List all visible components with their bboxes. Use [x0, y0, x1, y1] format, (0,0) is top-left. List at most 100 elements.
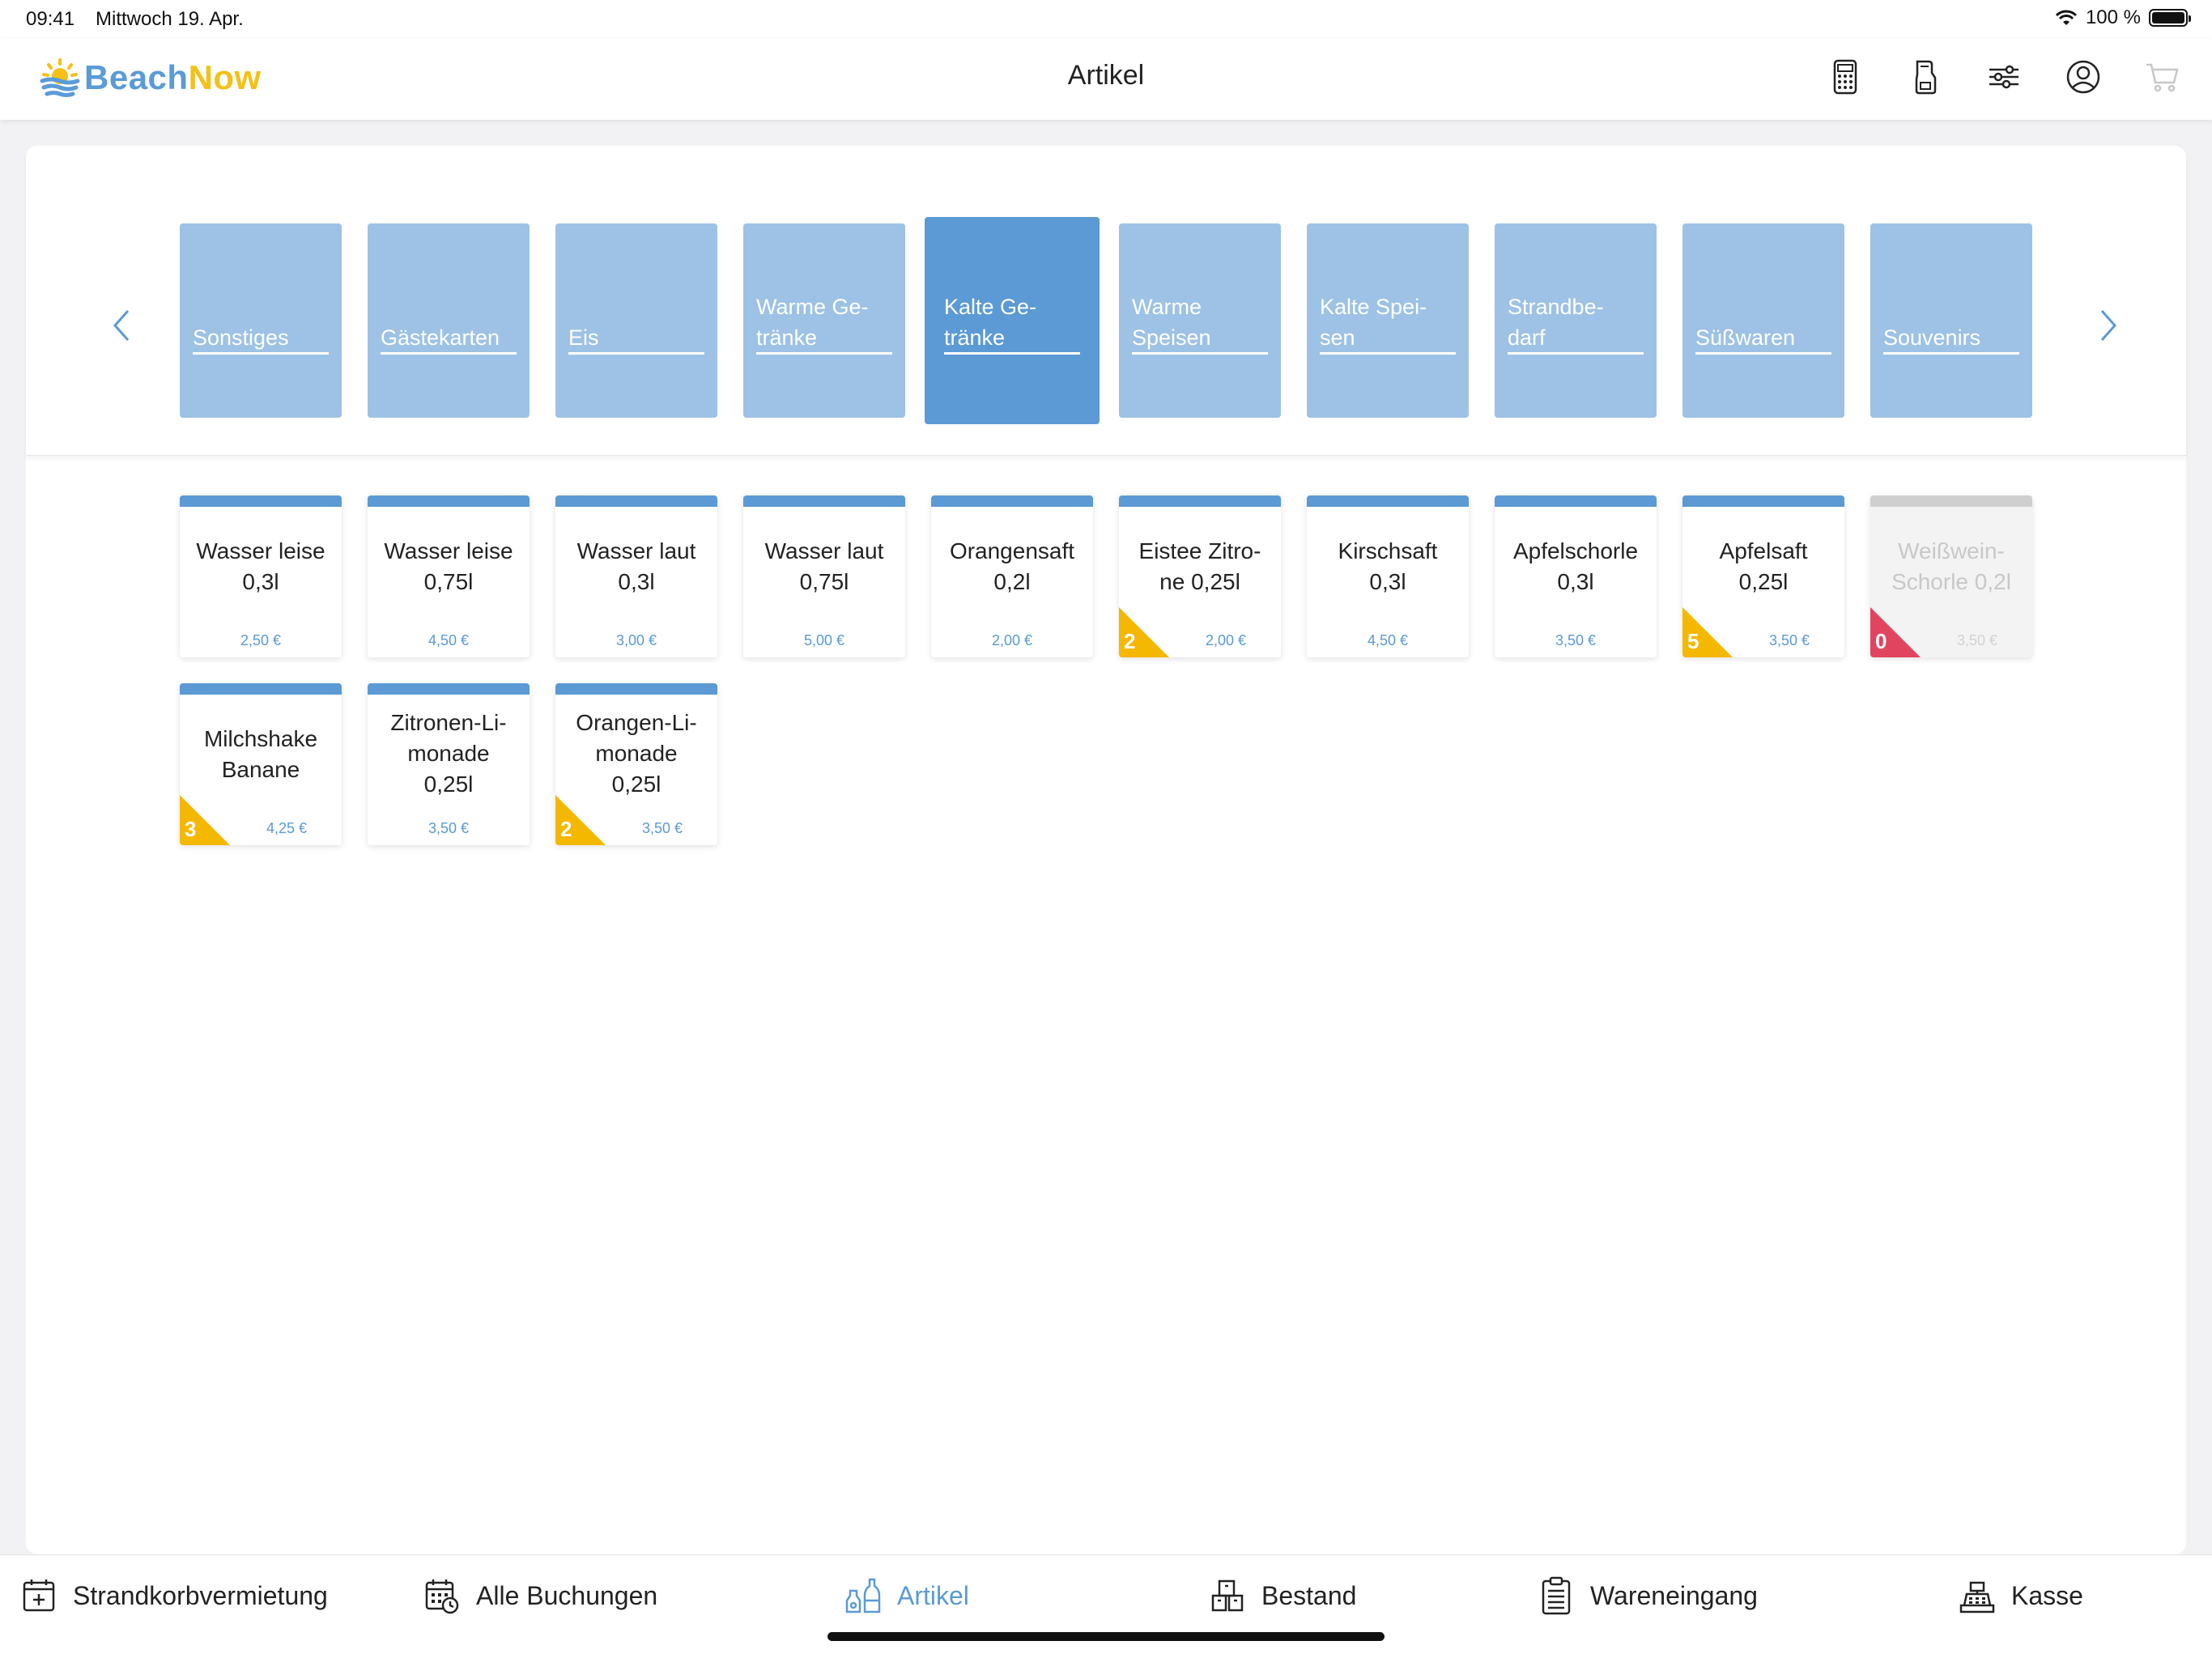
tab-label: Alle Buchungen	[476, 1580, 658, 1610]
product-card[interactable]: Orangen-Li- monade 0,25l 2 3,50 €	[555, 683, 717, 845]
tab-label: Artikel	[897, 1580, 969, 1610]
stock-badge-low	[1119, 607, 1169, 657]
calculator-icon[interactable]	[1827, 57, 1864, 97]
product-price: 2,00 €	[991, 632, 1033, 648]
category-tile[interactable]: Souvenirs	[1870, 223, 2032, 418]
category-tile[interactable]: Warme Ge- tränke	[743, 223, 905, 418]
tab-bestand[interactable]: Bestand	[1210, 1575, 1356, 1617]
category-tile[interactable]: Sonstiges	[180, 223, 342, 418]
battery-percent: 100 %	[2085, 6, 2141, 28]
tab-wareneingang[interactable]: Wareneingang	[1538, 1575, 1758, 1617]
category-label: Gästekarten	[381, 325, 500, 350]
status-indicators: 100 %	[2055, 6, 2191, 29]
bottom-tab-bar: Strandkorbvermietung Alle Buchungen Arti…	[0, 1554, 2212, 1658]
product-name: Weißwein- Schorle 0,2l	[1891, 538, 2011, 594]
category-label: Süßwaren	[1695, 325, 1796, 350]
product-card[interactable]: Kirschsaft 0,3l 4,50 €	[1307, 495, 1469, 657]
tab-alle-buchungen[interactable]: Alle Buchungen	[424, 1575, 657, 1617]
category-label: Strandbe- darf	[1508, 295, 1604, 350]
tab-label: Strandkorbvermietung	[73, 1580, 328, 1610]
product-price: 3,50 €	[1555, 632, 1597, 648]
stock-badge-low	[180, 795, 230, 845]
product-name: Apfelschorle 0,3l	[1512, 538, 1639, 594]
product-name: Milchshake Banane	[203, 726, 318, 782]
wifi-icon	[2055, 10, 2077, 25]
category-next-button[interactable]	[2092, 301, 2125, 350]
filter-sliders-icon[interactable]	[1985, 57, 2023, 97]
header-actions	[1827, 57, 2181, 97]
category-label: Souvenirs	[1883, 325, 1981, 350]
product-card[interactable]: Wasser laut 0,3l 3,00 €	[555, 495, 717, 657]
product-name: Wasser laut 0,3l	[576, 538, 696, 594]
product-price: 3,50 €	[428, 820, 470, 836]
product-price: 3,50 €	[1956, 632, 1998, 648]
product-card[interactable]: Wasser laut 0,75l 5,00 €	[743, 495, 905, 657]
logo-text-beach: Beach	[84, 58, 189, 96]
mobile-terminal-icon[interactable]	[1906, 57, 1943, 97]
product-name: Orangensaft 0,2l	[949, 538, 1075, 594]
product-card[interactable]: Eistee Zitro- ne 0,25l 2 2,00 €	[1119, 495, 1281, 657]
chevron-left-icon	[113, 310, 130, 341]
product-price: 3,00 €	[615, 632, 657, 648]
product-card[interactable]: Apfelsaft 0,25l 5 3,50 €	[1682, 495, 1844, 657]
product-card[interactable]: Wasser leise 0,75l 4,50 €	[368, 495, 530, 657]
category-tile[interactable]: Eis	[555, 223, 717, 418]
category-tile[interactable]: Warme Speisen	[1119, 223, 1281, 418]
stock-count: 2	[1124, 629, 1136, 653]
product-card[interactable]: Orangensaft 0,2l 2,00 €	[931, 495, 1093, 657]
category-tile-active[interactable]: Kalte Ge- tränke	[925, 217, 1100, 424]
stock-count: 3	[185, 817, 197, 841]
product-name: Wasser leise 0,3l	[196, 538, 325, 594]
category-label: Kalte Spei- sen	[1320, 295, 1427, 350]
cash-register-icon	[1959, 1581, 1995, 1613]
product-name: Eistee Zitro- ne 0,25l	[1138, 538, 1261, 594]
tab-kasse[interactable]: Kasse	[1959, 1575, 2083, 1617]
product-card[interactable]: Apfelschorle 0,3l 3,50 €	[1495, 495, 1657, 657]
category-label: Sonstiges	[193, 325, 289, 350]
category-strip: Sonstiges Gästekarten Eis Warme Ge- trän…	[26, 146, 2186, 456]
page-title: Artikel	[1067, 60, 1145, 91]
category-tile[interactable]: Kalte Spei- sen	[1307, 223, 1469, 418]
category-label: Kalte Ge- tränke	[944, 295, 1037, 350]
inventory-boxes-icon	[1211, 1579, 1244, 1612]
home-indicator[interactable]	[827, 1632, 1385, 1641]
product-card[interactable]: Zitronen-Li- monade 0,25l 3,50 €	[368, 683, 530, 845]
product-name: Kirschsaft 0,3l	[1338, 538, 1438, 594]
sun-waves-logo-icon	[40, 58, 80, 97]
main-panel: Sonstiges Gästekarten Eis Warme Ge- trän…	[26, 146, 2186, 1554]
clipboard-list-icon	[1542, 1576, 1571, 1615]
tab-artikel[interactable]: Artikel	[845, 1575, 969, 1617]
category-tile[interactable]: Süßwaren	[1682, 223, 1844, 418]
user-account-icon[interactable]	[2065, 57, 2102, 97]
product-price: 4,50 €	[428, 632, 470, 648]
stock-badge-low	[555, 795, 606, 845]
calendar-plus-icon	[23, 1579, 55, 1612]
battery-icon	[2149, 9, 2191, 27]
stock-count: 0	[1875, 629, 1887, 653]
calendar-clock-icon	[425, 1579, 459, 1614]
product-name: Wasser leise 0,75l	[384, 538, 513, 594]
chevron-right-icon	[2100, 310, 2117, 341]
product-price: 2,50 €	[240, 632, 282, 648]
tab-label: Bestand	[1261, 1580, 1357, 1610]
cart-icon[interactable]	[2144, 57, 2181, 97]
category-tile[interactable]: Gästekarten	[368, 223, 530, 418]
stock-count: 2	[560, 817, 572, 841]
product-price: 4,25 €	[266, 820, 308, 836]
status-bar: 09:41 Mittwoch 19. Apr. 100 %	[0, 0, 2212, 39]
beachnow-logo[interactable]: BeachNow	[39, 57, 262, 99]
product-card[interactable]: Milchshake Banane 3 4,25 €	[180, 683, 342, 845]
stock-count: 5	[1687, 629, 1699, 653]
product-name: Apfelsaft 0,25l	[1719, 538, 1808, 594]
status-date: Mittwoch 19. Apr.	[96, 8, 244, 30]
tab-strandkorbvermietung[interactable]: Strandkorbvermietung	[21, 1575, 328, 1617]
tab-label: Wareneingang	[1590, 1580, 1758, 1610]
product-price: 5,00 €	[803, 632, 845, 648]
product-name: Wasser laut 0,75l	[764, 538, 884, 594]
category-label: Eis	[568, 325, 599, 350]
product-card[interactable]: Wasser leise 0,3l 2,50 €	[180, 495, 342, 657]
category-prev-button[interactable]	[105, 301, 138, 350]
category-tile[interactable]: Strandbe- darf	[1495, 223, 1657, 418]
product-price: 3,50 €	[1768, 632, 1810, 648]
product-price: 4,50 €	[1367, 632, 1409, 648]
